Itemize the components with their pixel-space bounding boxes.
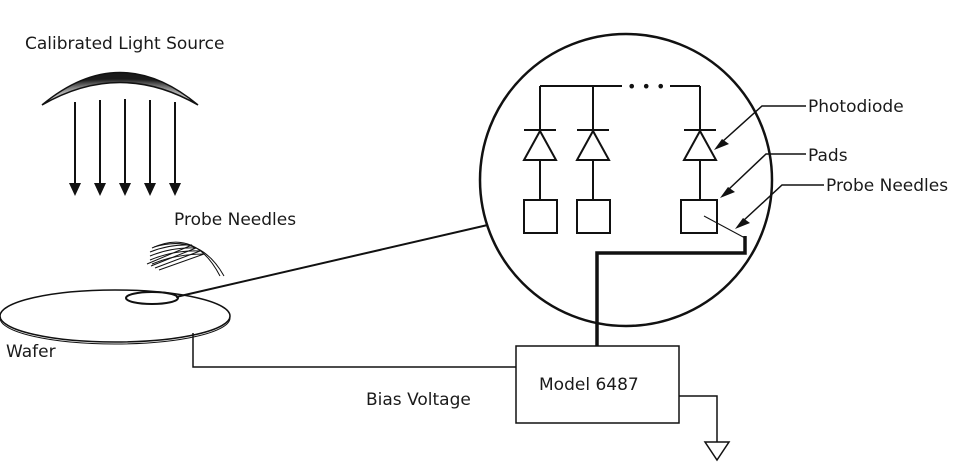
photodiode-leader bbox=[721, 105, 806, 143]
wafer-disc bbox=[0, 289, 231, 343]
light-rays bbox=[74, 99, 176, 185]
probe-needles-leader bbox=[742, 184, 824, 222]
pads-leader bbox=[727, 153, 806, 191]
pad bbox=[576, 199, 611, 234]
probe-lead bbox=[595, 236, 747, 346]
probe-needles-left: Probe Needles bbox=[146, 210, 296, 277]
pads-label: Pads bbox=[808, 146, 848, 166]
wafer-edge bbox=[0, 316, 231, 345]
pad bbox=[523, 199, 558, 234]
model-6487-label: Model 6487 bbox=[539, 375, 639, 395]
down-arrow-icon bbox=[94, 183, 106, 196]
light-source-label: Calibrated Light Source bbox=[25, 34, 224, 54]
ground-wire bbox=[679, 395, 718, 442]
photodiode-label: Photodiode bbox=[808, 97, 904, 117]
pad bbox=[680, 199, 718, 234]
ground-symbol-icon bbox=[703, 441, 731, 462]
down-arrow-icons bbox=[69, 183, 181, 196]
probe-needles-icon bbox=[146, 241, 225, 277]
probe-needles-right-label: Probe Needles bbox=[826, 176, 948, 196]
wafer: Wafer bbox=[0, 289, 231, 362]
down-arrow-icon bbox=[119, 183, 131, 196]
down-arrow-icon bbox=[144, 183, 156, 196]
light-source: Calibrated Light Source bbox=[25, 34, 224, 196]
callouts: Photodiode Pads Probe Needles bbox=[714, 97, 948, 229]
down-arrow-icon bbox=[69, 183, 81, 196]
magnifier-circle bbox=[478, 32, 774, 328]
instrument: Model 6487 Bias Voltage bbox=[192, 333, 731, 462]
model-6487-box bbox=[515, 345, 680, 424]
wafer-label: Wafer bbox=[6, 342, 56, 362]
probe-needle-tip bbox=[703, 215, 746, 239]
arrow-head-icon bbox=[720, 187, 735, 198]
down-arrow-icon bbox=[169, 183, 181, 196]
bias-wire bbox=[192, 333, 516, 368]
bias-voltage-label: Bias Voltage bbox=[366, 390, 471, 410]
magnified-view: • • • bbox=[175, 32, 774, 346]
probe-needles-left-label: Probe Needles bbox=[174, 210, 296, 230]
ellipsis-dots: • • • bbox=[627, 77, 665, 96]
lamp-reflector-icon bbox=[41, 71, 199, 106]
wafer-probe-spot bbox=[125, 291, 179, 305]
magnifier-leader-line bbox=[175, 223, 493, 298]
arrow-head-icon bbox=[735, 218, 750, 229]
arrow-head-icon bbox=[714, 139, 729, 150]
